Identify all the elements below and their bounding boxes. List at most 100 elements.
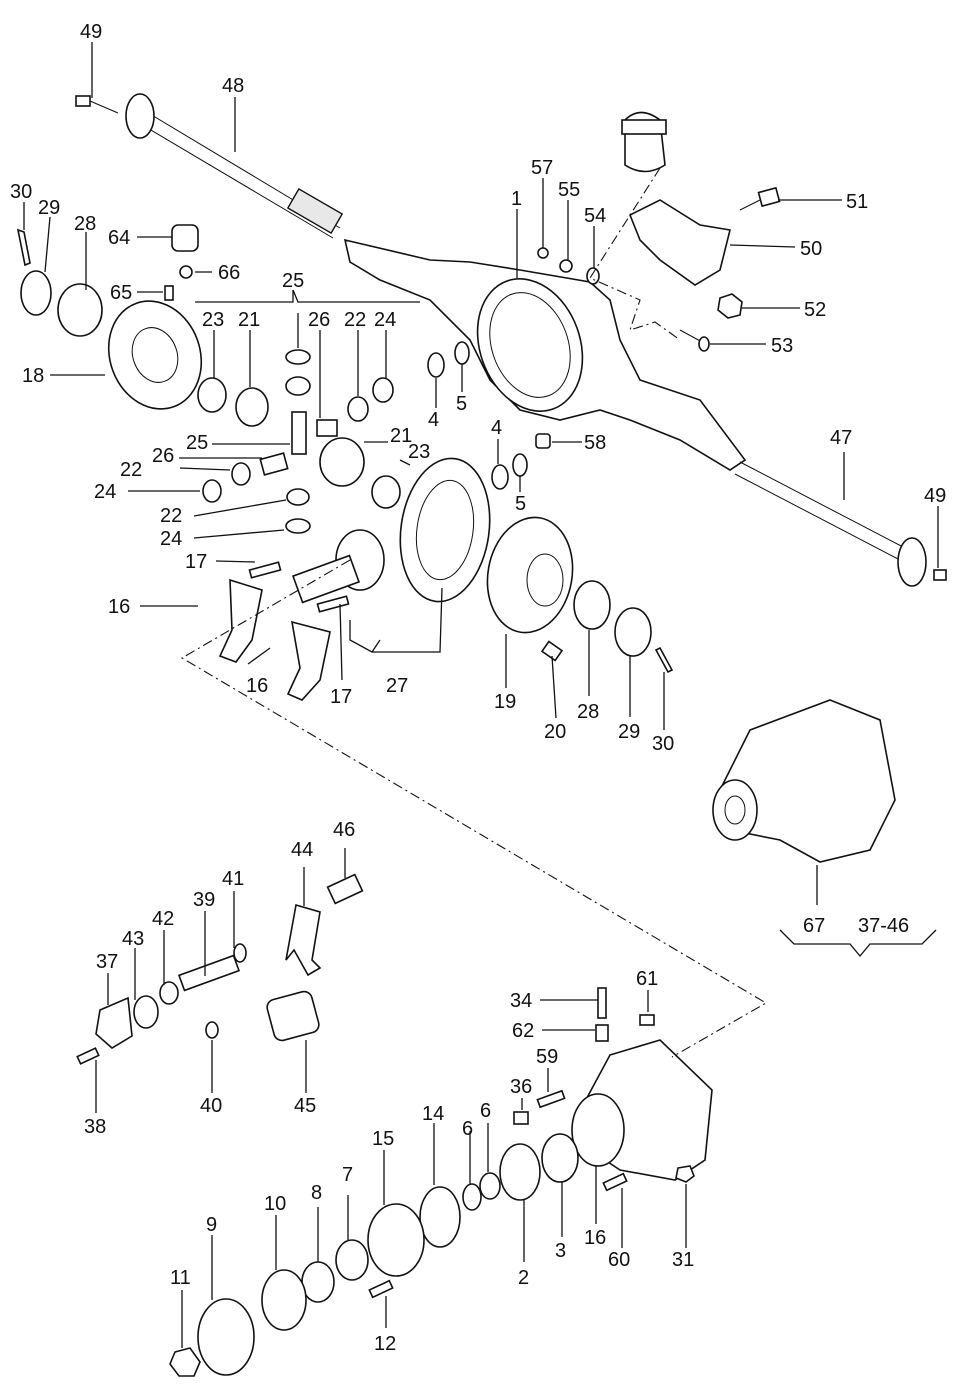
bearing-28-left bbox=[57, 283, 103, 337]
side-gear-21-right bbox=[319, 437, 365, 487]
label-26-top: 26 bbox=[308, 309, 330, 331]
bearing-race-29-right bbox=[614, 607, 652, 657]
label-27: 27 bbox=[386, 675, 408, 697]
label-20: 20 bbox=[544, 721, 566, 743]
bolt-20 bbox=[540, 640, 564, 662]
label-12: 12 bbox=[374, 1333, 396, 1355]
shaft-25 bbox=[291, 411, 307, 455]
cover-37 bbox=[95, 996, 133, 1049]
bearing-28-right bbox=[573, 580, 611, 630]
bearing-4-top bbox=[427, 352, 445, 378]
label-8: 8 bbox=[311, 1182, 322, 1204]
leader-lines bbox=[23, 42, 939, 1348]
label-28-right: 28 bbox=[577, 701, 599, 723]
sleeve-45 bbox=[266, 990, 320, 1042]
label-36: 36 bbox=[510, 1076, 532, 1098]
ring-gear-27 bbox=[399, 457, 491, 603]
label-43: 43 bbox=[122, 928, 144, 950]
bolt-49-top bbox=[75, 95, 119, 114]
ring-40 bbox=[205, 1021, 219, 1039]
label-21-mid: 21 bbox=[390, 425, 412, 447]
bolt-49-right bbox=[933, 569, 947, 581]
bolt-60 bbox=[602, 1172, 628, 1192]
label-29-left: 29 bbox=[38, 197, 60, 219]
bearing-3 bbox=[541, 1133, 579, 1183]
label-28-left: 28 bbox=[74, 213, 96, 235]
label-64: 65 bbox=[110, 282, 132, 304]
bolt-64 bbox=[164, 285, 174, 301]
axle-shaft-left bbox=[125, 93, 344, 239]
shim-36 bbox=[513, 1111, 529, 1125]
differential-case-18 bbox=[107, 300, 203, 410]
label-29-right: 29 bbox=[618, 721, 640, 743]
label-49-top: 49 bbox=[80, 21, 102, 43]
nut-55 bbox=[559, 259, 573, 273]
ring-42 bbox=[159, 981, 179, 1005]
pinion-gear-22-low bbox=[286, 488, 310, 506]
label-62: 62 bbox=[512, 1020, 534, 1042]
label-49-right: 49 bbox=[924, 485, 946, 507]
plug-58 bbox=[535, 433, 551, 449]
bearing-4-low bbox=[491, 464, 509, 490]
label-5-top: 5 bbox=[456, 393, 467, 415]
label-44: 44 bbox=[291, 839, 313, 861]
label-2: 2 bbox=[518, 1267, 529, 1289]
washer-24-low bbox=[285, 518, 311, 534]
seal-2 bbox=[499, 1143, 541, 1201]
washer-24-top bbox=[372, 377, 394, 403]
drive-pinion bbox=[291, 529, 385, 604]
label-48: 48 bbox=[222, 75, 244, 97]
label-37: 37 bbox=[96, 951, 118, 973]
label-5-low: 5 bbox=[515, 493, 526, 515]
washer-23-left bbox=[197, 377, 227, 413]
shim-6-right bbox=[479, 1172, 501, 1200]
label-23-mid: 23 bbox=[408, 441, 430, 463]
label-57: 57 bbox=[531, 157, 553, 179]
shift-unit bbox=[76, 873, 364, 1065]
cotter-pin-30-left bbox=[16, 228, 31, 267]
label-9: 9 bbox=[206, 1214, 217, 1236]
label-38: 38 bbox=[84, 1116, 106, 1138]
block-26-bottom bbox=[259, 452, 289, 476]
fork-44 bbox=[285, 903, 322, 977]
label-58: 58 bbox=[584, 432, 606, 454]
dash-connector-2 bbox=[589, 167, 681, 341]
label-17-low: 17 bbox=[330, 686, 352, 708]
label-60: 60 bbox=[608, 1249, 630, 1271]
label-17-top: 17 bbox=[185, 551, 207, 573]
part-number-labels: 49 48 30 29 28 64 66 65 25 18 23 21 26 2… bbox=[10, 21, 946, 1355]
ring-41 bbox=[233, 943, 247, 963]
mounting-bracket bbox=[621, 111, 731, 286]
bearing-7 bbox=[335, 1239, 369, 1281]
dash-connector bbox=[180, 559, 768, 1058]
bolt-59 bbox=[536, 1089, 566, 1109]
label-39: 39 bbox=[193, 889, 215, 911]
shift-fork-left bbox=[218, 578, 263, 663]
ring-8 bbox=[301, 1261, 335, 1303]
label-40: 40 bbox=[200, 1095, 222, 1117]
label-55: 55 bbox=[558, 179, 580, 201]
label-4-top: 4 bbox=[428, 409, 439, 431]
axle-assembly-66 bbox=[712, 699, 896, 863]
bolt-53 bbox=[679, 329, 710, 352]
label-25: 25 bbox=[186, 432, 208, 454]
label-42: 42 bbox=[152, 908, 174, 930]
label-51: 51 bbox=[846, 191, 868, 213]
label-24-top: 24 bbox=[374, 309, 396, 331]
label-10: 10 bbox=[264, 1193, 286, 1215]
breather-63 bbox=[171, 224, 199, 252]
washer-35 bbox=[285, 349, 311, 365]
nut-52 bbox=[717, 293, 743, 319]
label-22-top: 22 bbox=[344, 309, 366, 331]
bolt-38 bbox=[76, 1047, 100, 1065]
label-1: 1 bbox=[511, 188, 522, 210]
label-54: 54 bbox=[584, 205, 606, 227]
label-63: 64 bbox=[108, 227, 130, 249]
spring-46 bbox=[326, 873, 364, 905]
hose-34 bbox=[597, 987, 607, 1019]
differential-carrier-19 bbox=[486, 516, 574, 634]
label-50: 50 bbox=[800, 238, 822, 260]
o-ring-13 bbox=[419, 1186, 461, 1248]
label-21-top: 21 bbox=[238, 309, 260, 331]
label-13: 14 bbox=[422, 1103, 444, 1125]
